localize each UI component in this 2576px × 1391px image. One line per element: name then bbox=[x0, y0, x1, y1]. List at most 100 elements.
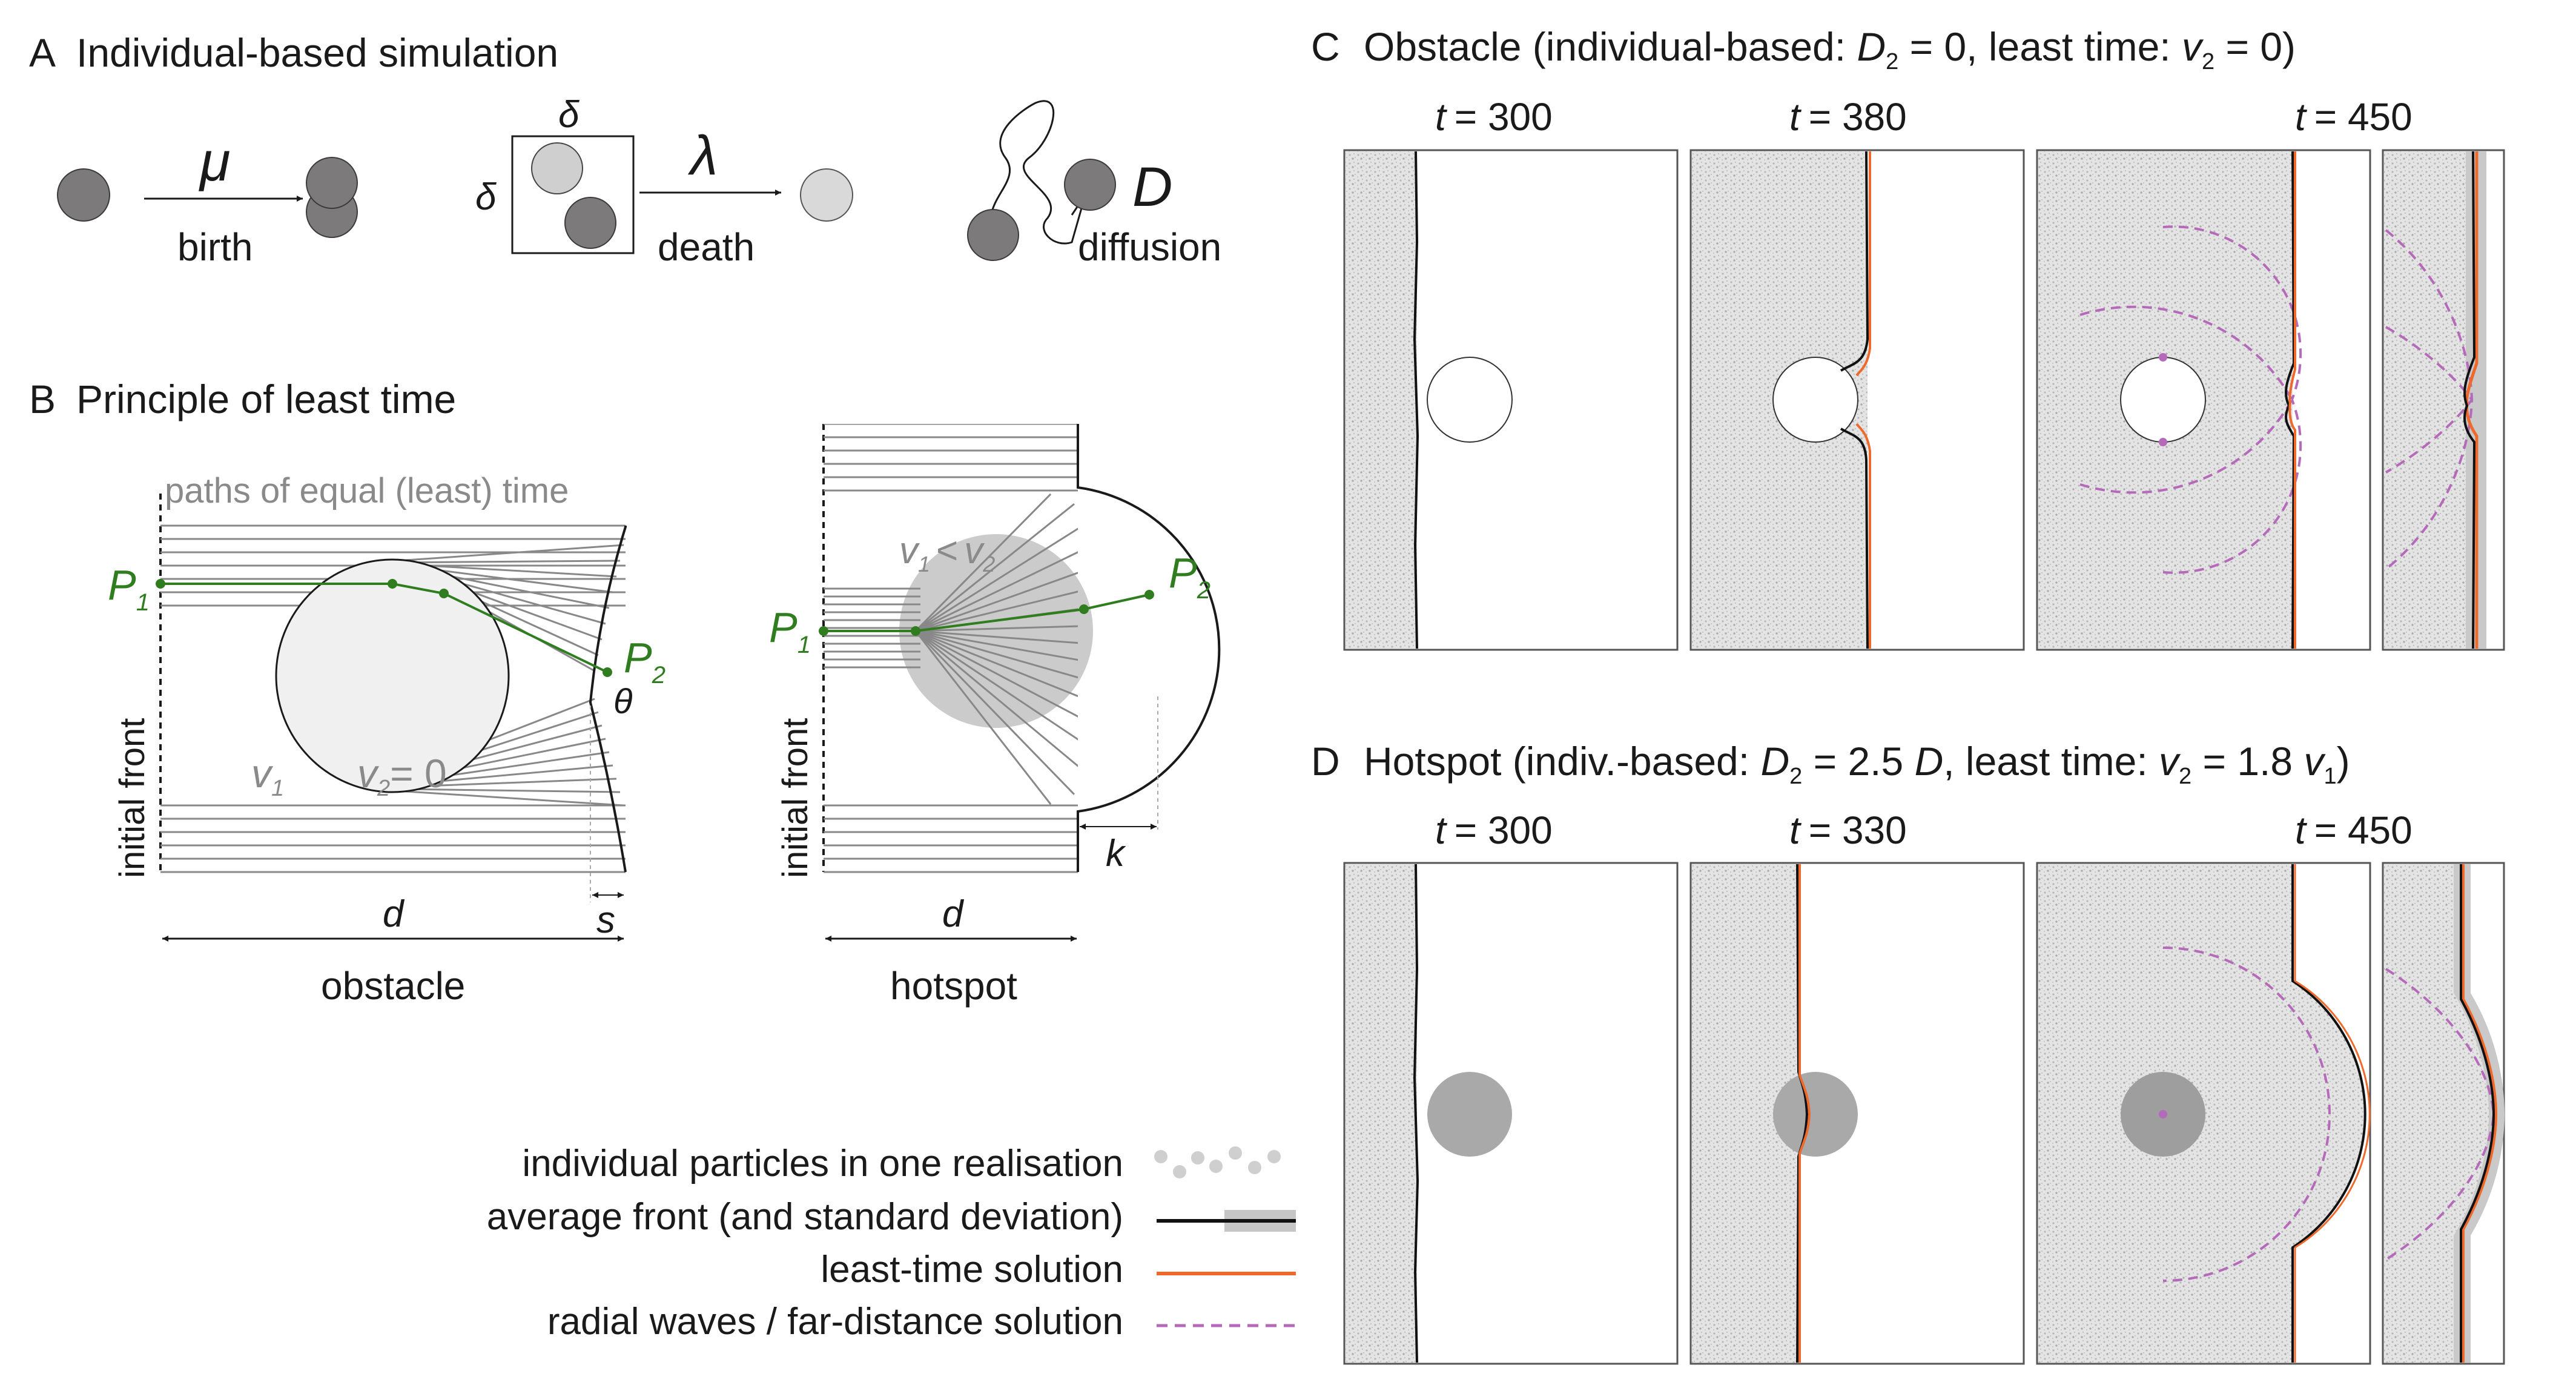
path-line bbox=[914, 493, 1052, 632]
simulation-frame-t450-zoom bbox=[2382, 149, 2505, 651]
hotspot-caption: hotspot bbox=[890, 964, 1017, 1008]
dying-particle-icon bbox=[800, 168, 853, 222]
path-line bbox=[915, 551, 1078, 632]
p2-label: P2 bbox=[1169, 549, 1210, 604]
path-line bbox=[417, 788, 621, 793]
simulation-frame-t330 bbox=[1689, 862, 2025, 1365]
path-line bbox=[441, 569, 613, 593]
obstacle-disk bbox=[1772, 357, 1858, 443]
obstacle-circle bbox=[275, 558, 510, 793]
path-line bbox=[463, 583, 606, 625]
simulation-frame-t450-zoom bbox=[2382, 862, 2505, 1365]
panel-d: D Hotspot (indiv.-based: D2 = 2.5 D, lea… bbox=[1311, 739, 2505, 1365]
legend-particles-symbol bbox=[1154, 1146, 1281, 1178]
path-line bbox=[915, 503, 1075, 632]
simulation-frame-t450 bbox=[2036, 149, 2371, 651]
p1-label: P1 bbox=[108, 561, 150, 616]
hotspot-disk bbox=[1427, 1072, 1512, 1157]
path-line bbox=[914, 630, 1052, 805]
theta-label: θ bbox=[613, 682, 632, 721]
dark-particle-icon bbox=[564, 197, 616, 249]
path-line bbox=[453, 751, 610, 776]
average-front-line bbox=[2291, 864, 2366, 1363]
initial-front-label: initial front bbox=[113, 718, 152, 878]
diffusing-particle-start-icon bbox=[967, 209, 1019, 261]
radial-center-point bbox=[2159, 1110, 2167, 1118]
average-front-line bbox=[1840, 151, 1869, 649]
time-label-3: t= 450 bbox=[2295, 95, 2413, 139]
sd-band bbox=[2454, 864, 2505, 1363]
least-time-line bbox=[2462, 864, 2498, 1363]
p1-point bbox=[819, 626, 828, 636]
s-label: s bbox=[596, 899, 615, 941]
k-label: k bbox=[1106, 833, 1126, 874]
simulation-frame-t300 bbox=[1343, 862, 1679, 1365]
p1-point bbox=[156, 579, 165, 589]
legend-label-least-time: least-time solution bbox=[821, 1249, 1123, 1290]
obstacle-caption: obstacle bbox=[321, 964, 465, 1008]
death-label: death bbox=[658, 225, 755, 269]
radial-wave-arc bbox=[2385, 326, 2474, 474]
light-particle-icon bbox=[531, 142, 583, 194]
radial-wave-arc bbox=[2162, 225, 2302, 400]
path-line bbox=[914, 630, 1075, 795]
radial-wave-arc bbox=[2162, 947, 2331, 1282]
panel-a-letter: A bbox=[29, 30, 56, 75]
simulation-frame-t450 bbox=[2036, 862, 2371, 1365]
path-line bbox=[915, 572, 1078, 632]
panel-a-title: Individual-based simulation bbox=[76, 30, 558, 75]
panel-d-title: Hotspot (indiv.-based: D2 = 2.5 D, least… bbox=[1364, 739, 2350, 789]
legend: individual particles in one realisation … bbox=[487, 1143, 1296, 1343]
simulation-frame-t380 bbox=[1689, 149, 2025, 651]
path-line bbox=[915, 625, 1078, 632]
path-line bbox=[489, 698, 595, 741]
hotspot-exit-point bbox=[1079, 604, 1089, 614]
birth-label: birth bbox=[177, 225, 253, 269]
panel-a: A Individual-based simulation μ birth δ … bbox=[29, 30, 1221, 269]
radial-center-point bbox=[2159, 438, 2167, 446]
legend-label-average-front: average front (and standard deviation) bbox=[487, 1196, 1123, 1238]
particle-icon bbox=[57, 168, 110, 222]
time-label-1: t= 300 bbox=[1435, 95, 1553, 139]
panel-b-letter: B bbox=[29, 377, 56, 421]
hotspot-least-time-path bbox=[824, 593, 1150, 632]
hotspot-path-lines bbox=[824, 424, 1078, 873]
hotspot-disk bbox=[899, 534, 1093, 728]
path-line bbox=[915, 590, 1078, 632]
time-label-2: t= 380 bbox=[1789, 95, 1907, 139]
birth-rate-symbol: μ bbox=[199, 131, 230, 193]
speed-relation-label: v1<v2 bbox=[899, 530, 995, 577]
delta-top-label: δ bbox=[558, 94, 580, 136]
diffusion-symbol: D bbox=[1132, 156, 1172, 218]
path-line bbox=[430, 564, 617, 578]
path-line bbox=[405, 790, 624, 807]
panel-b-title: Principle of least time bbox=[76, 377, 456, 421]
p2-label: P2 bbox=[624, 634, 665, 689]
tangent-point-2 bbox=[439, 589, 449, 598]
path-line bbox=[915, 630, 1078, 644]
time-label-3: t= 450 bbox=[2295, 808, 2413, 852]
panel-c: C Obstacle (individual-based: D2 = 0, le… bbox=[1311, 24, 2505, 651]
tangent-point bbox=[388, 579, 397, 589]
p1-label: P1 bbox=[769, 604, 811, 658]
panel-c-title: Obstacle (individual-based: D2 = 0, leas… bbox=[1364, 24, 2296, 74]
panel-c-letter: C bbox=[1311, 24, 1340, 69]
d-label: d bbox=[942, 893, 965, 935]
path-line bbox=[473, 591, 603, 641]
panel-b: B Principle of least time paths of equal… bbox=[29, 377, 1221, 1008]
average-front-line bbox=[1413, 151, 1419, 649]
obstacle-disk bbox=[1427, 357, 1513, 443]
path-line bbox=[915, 630, 1078, 698]
obstacle-diagram: P1 P2 θ v1 v2= 0 initial front s d obsta… bbox=[108, 494, 665, 1008]
parent-particle-icon bbox=[306, 157, 358, 209]
hotspot-diagram: P1 P2 v1<v2 initial front k d hotspot bbox=[769, 424, 1221, 1008]
radial-wave-arc bbox=[2385, 968, 2495, 1261]
path-line bbox=[453, 575, 610, 609]
spread-region bbox=[2384, 864, 2489, 1363]
least-time-line bbox=[1798, 864, 1811, 1363]
obstacle-disk bbox=[2120, 357, 2206, 443]
path-line bbox=[417, 560, 621, 564]
hotspot-front-curve bbox=[1077, 424, 1221, 872]
v2-label: v2= 0 bbox=[357, 751, 447, 801]
